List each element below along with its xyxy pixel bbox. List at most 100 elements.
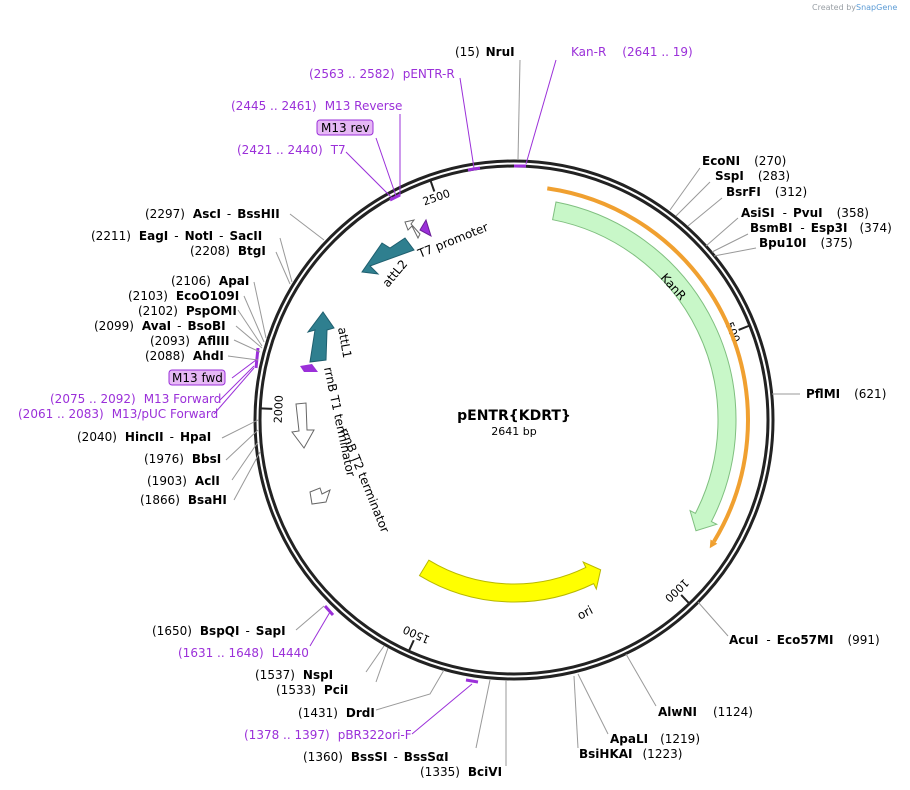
site-avai-name2: BsoBI (188, 319, 226, 333)
site-bsssi-pos: (1360) (303, 750, 343, 764)
tick-label: 2000 (272, 395, 286, 424)
site-apali-pos: (1219) (660, 732, 700, 746)
site-eco0109i[interactable]: (2103) EcoO109I (128, 289, 239, 303)
site-avai[interactable]: (2099)AvaI-BsoBI (94, 319, 226, 333)
site-btgi-pos: (2208) (190, 244, 230, 258)
site-eagi-pos: (2211) (91, 229, 131, 243)
feature-rrnb-t2[interactable] (309, 487, 331, 505)
primer-marks (254, 164, 526, 684)
site-acli-pos: (1903) (147, 474, 187, 488)
site-bsmbi-pos: (374) (860, 221, 892, 235)
site-hincii-name2: HpaI (180, 430, 211, 444)
site-alwni[interactable]: AlwNI(1124) (658, 705, 753, 719)
site-asci-pos: (2297) (145, 207, 185, 221)
site-sspi[interactable]: SspI (283) (715, 169, 790, 183)
site-asci-name2: BssHII (237, 207, 279, 221)
site-bbsi[interactable]: (1976)BbsI (144, 452, 221, 466)
site-bsrfi[interactable]: BsrFI(312) (726, 185, 807, 199)
feature-ori[interactable] (418, 559, 602, 603)
svg-text:(2102)PspOMI: (2102)PspOMI (138, 304, 237, 318)
site-eco0109i-pos: (2103) (128, 289, 168, 303)
feature-attl2[interactable] (361, 237, 415, 275)
site-acui-name: AcuI (729, 633, 758, 647)
site-eagi-name3: SacII (229, 229, 262, 243)
site-acli[interactable]: (1903)AclI (147, 474, 220, 488)
site-apai-pos: (2106) (171, 274, 211, 288)
site-asisi[interactable]: AsiSI-PvuI(358) (741, 206, 869, 220)
site-apai[interactable]: (2106)ApaI (171, 274, 249, 288)
svg-text:AsiSI-PvuI(358): AsiSI-PvuI(358) (741, 206, 869, 220)
feature-ori-label: ori (575, 603, 595, 623)
site-bsihkai[interactable]: BsiHKAI(1223) (579, 747, 682, 761)
site-bcivi[interactable]: (1335)BciVI (420, 765, 502, 779)
m13-rev-mark (389, 193, 401, 202)
site-nspi-pos: (1537) (255, 668, 295, 682)
primer-m13-puc-forward[interactable]: (2061 .. 2083)M13/pUC Forward (18, 407, 218, 421)
site-eco0109i-name: EcoO109I (176, 289, 239, 303)
site-bsssi[interactable]: (1360)BssSI-BssSαI (303, 750, 449, 764)
site-nrui-pos: (15) (455, 45, 480, 59)
orf-arrowhead (709, 539, 718, 549)
site-pspomi-name: PspOMI (186, 304, 237, 318)
svg-text:(1335)BciVI: (1335)BciVI (420, 765, 502, 779)
site-ahdi[interactable]: (2088)AhdI (145, 349, 224, 363)
site-bpu10i-name: Bpu10I (759, 236, 806, 250)
site-pflmi-name: PflMI (806, 387, 840, 401)
credit-brand: SnapGene (856, 3, 897, 12)
primer-labels: Kan-R(2641 .. 19) (2563 .. 2582)pENTR-R … (18, 45, 693, 742)
svg-text:(2093)AflIII: (2093)AflIII (150, 334, 229, 348)
site-sspi-name: SspI (715, 169, 744, 183)
feature-rrnb-t1[interactable] (291, 402, 315, 449)
site-acui-pos: (991) (847, 633, 879, 647)
site-pcii[interactable]: (1533)PciI (276, 683, 348, 697)
site-bspqi-pos: (1650) (152, 624, 192, 638)
site-drdi[interactable]: (1431)DrdI (298, 706, 375, 720)
site-pflmi[interactable]: PflMI(621) (806, 387, 886, 401)
site-econi-name: EcoNI (702, 154, 740, 168)
svg-text:AcuI-Eco57MI(991): AcuI-Eco57MI(991) (729, 633, 880, 647)
backbone-outer (253, 159, 775, 681)
site-hincii[interactable]: (2040)HincII-HpaI (77, 430, 211, 444)
site-bsihkai-pos: (1223) (643, 747, 683, 761)
site-alwni-pos: (1124) (713, 705, 753, 719)
primer-t7[interactable]: (2421 .. 2440)T7 (237, 143, 346, 157)
site-eagi[interactable]: (2211)EagI-NotI-SacII (91, 229, 262, 243)
site-pspomi[interactable]: (2102)PspOMI (138, 304, 237, 318)
site-asisi-name2: PvuI (793, 206, 823, 220)
site-apali-name: ApaLI (610, 732, 648, 746)
site-bpu10i[interactable]: Bpu10I(375) (759, 236, 853, 250)
site-acui[interactable]: AcuI-Eco57MI(991) (729, 633, 880, 647)
site-nrui[interactable]: (15)NruI (455, 45, 515, 59)
primer-pbr322ori-f[interactable]: (1378 .. 1397)pBR322ori-F (244, 728, 412, 742)
feature-t7-promoter[interactable] (404, 219, 421, 240)
primer-kan-r[interactable]: Kan-R(2641 .. 19) (571, 45, 693, 59)
credit: Created by SnapGene (812, 3, 897, 12)
site-bbsi-pos: (1976) (144, 452, 184, 466)
m13-fwd-box[interactable] (168, 369, 226, 386)
primer-m13-forward[interactable]: (2075 .. 2092)M13 Forward (50, 392, 221, 406)
feature-kanr[interactable] (552, 201, 737, 532)
site-afliii[interactable]: (2093)AflIII (150, 334, 229, 348)
site-apali[interactable]: ApaLI (1219) (610, 732, 700, 746)
site-sspi-pos: (283) (758, 169, 790, 183)
site-bsmbi[interactable]: BsmBI-Esp3I(374) (750, 221, 892, 235)
site-bsahi[interactable]: (1866)BsaHI (140, 493, 227, 507)
site-nspi[interactable]: (1537)NspI (255, 668, 333, 682)
primer-m13-reverse[interactable]: (2445 .. 2461)M13 Reverse (231, 99, 402, 113)
tick-mark (680, 594, 691, 605)
site-bspqi[interactable]: (1650)BspQI-SapI (152, 624, 286, 638)
feature-attl1[interactable] (306, 311, 335, 363)
m13-rev-box[interactable] (316, 119, 374, 136)
m13-fwd-label: M13 fwd (172, 371, 223, 385)
primer-pentr-r[interactable]: (2563 .. 2582)pENTR-R (309, 67, 455, 81)
site-btgi[interactable]: (2208)BtgI (190, 244, 266, 258)
svg-text:(1650)BspQI-SapI: (1650)BspQI-SapI (152, 624, 286, 638)
site-asci[interactable]: (2297)AscI-BssHII (145, 207, 280, 221)
site-econi[interactable]: EcoNI(270) (702, 154, 786, 168)
svg-text:(1976)BbsI: (1976)BbsI (144, 452, 221, 466)
primer-l4440[interactable]: (1631 .. 1648)L4440 (178, 646, 309, 660)
svg-text:AlwNI(1124): AlwNI(1124) (658, 705, 753, 719)
svg-text:SspI(283): SspI (283) (715, 169, 790, 183)
svg-text:(2040)HincII-HpaI: (2040)HincII-HpaI (77, 430, 211, 444)
